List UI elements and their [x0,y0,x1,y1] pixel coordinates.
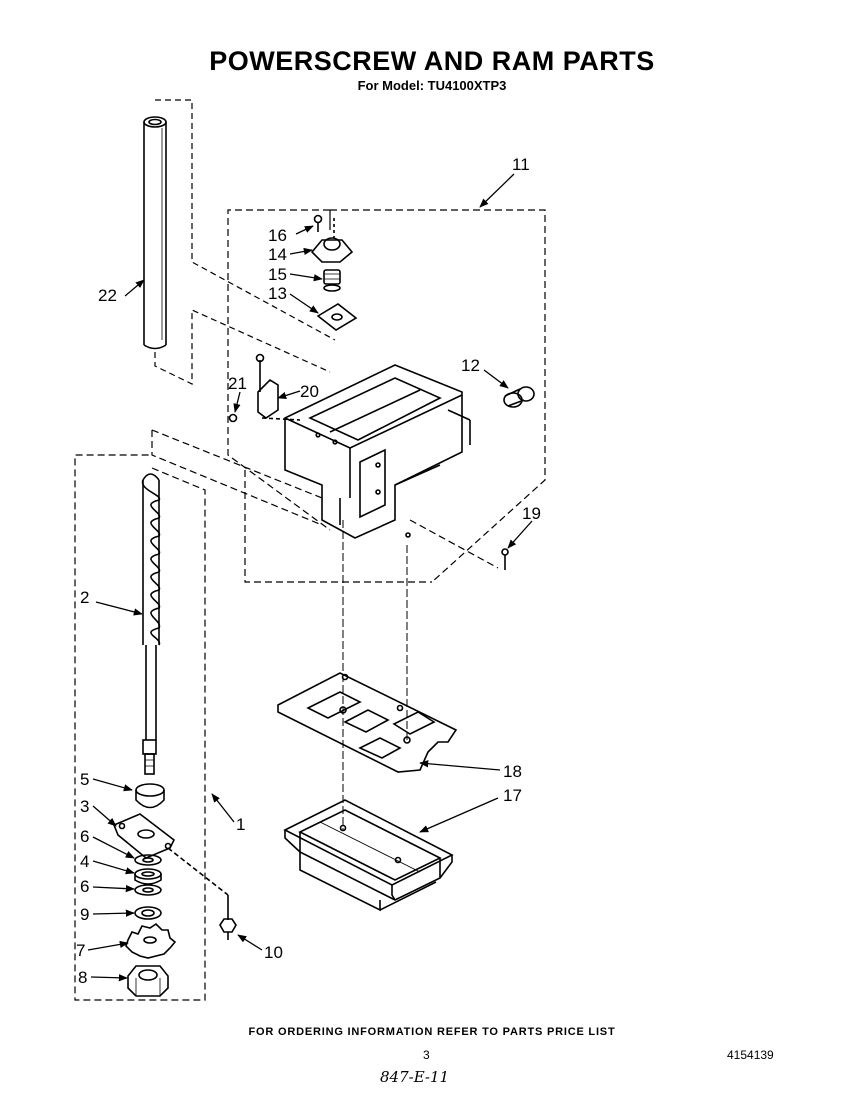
callout-21: 21 [228,374,247,393]
assembly-11-bracket [227,209,546,583]
screw-part-16 [313,214,335,238]
nut-part-8 [127,965,169,997]
callout-14: 14 [268,245,287,264]
model-subtitle: For Model: TU4100XTP3 [357,78,507,93]
callout-19: 19 [522,504,541,523]
gasket-part-18 [277,672,458,773]
sprocket-part-7 [125,922,177,959]
callout-15: 15 [268,265,287,284]
callout-8: 8 [78,968,87,987]
bushing-part-12 [503,386,535,408]
flange-plate-part-3 [112,813,229,896]
callout-18: 18 [503,762,522,781]
callout-6-bottom: 6 [80,877,89,896]
bracket-part-20 [228,353,301,423]
screw-part-19 [501,548,509,570]
cap-part-14 [310,237,354,263]
callout-6-top: 6 [80,827,89,846]
document-number: 4154139 [727,1048,774,1062]
callout-22: 22 [98,286,117,305]
callout-17: 17 [503,786,522,805]
callout-20: 20 [300,382,319,401]
callout-7: 7 [76,941,85,960]
plate-part-13 [316,303,358,331]
gear-housing [284,364,471,539]
callout-2: 2 [80,588,89,607]
vertical-guide-lines [342,520,408,830]
handwritten-code: 847-E-11 [380,1068,450,1086]
tray-part-17 [283,799,454,912]
callout-5: 5 [80,770,89,789]
page-number: 3 [423,1048,430,1062]
ram-tube-part [143,116,167,350]
callout-13: 13 [268,284,287,303]
callout-labels: 11 16 14 15 13 12 20 21 22 19 2 5 3 6 4 … [76,155,541,987]
callout-11: 11 [512,155,530,174]
gear-nut-part-15 [323,269,341,292]
housing-guide-lines [74,429,499,1001]
tube-guide-lines [154,99,336,385]
callout-9: 9 [80,905,89,924]
ordering-info-note: FOR ORDERING INFORMATION REFER TO PARTS … [248,1026,616,1038]
washer-stack [134,854,162,920]
callout-4: 4 [80,852,89,871]
callout-3: 3 [80,797,89,816]
callout-1: 1 [236,815,245,834]
callout-16: 16 [268,226,287,245]
leader-arrows [87,173,533,982]
page-title: POWERSCREW AND RAM PARTS [209,46,655,76]
callout-10: 10 [264,943,283,962]
callout-12: 12 [461,356,480,375]
bolt-part-10 [219,895,237,940]
powerscrew-part [141,473,161,775]
bearing-part-5 [135,783,165,809]
